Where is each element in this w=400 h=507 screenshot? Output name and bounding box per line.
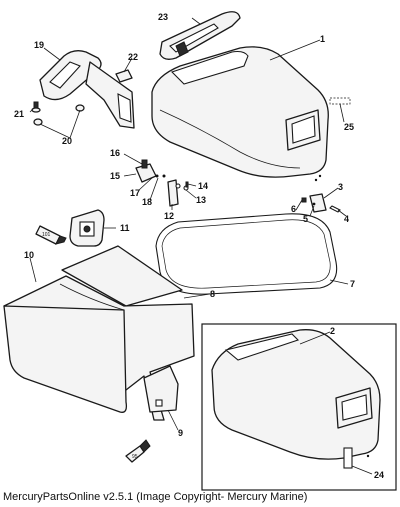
callout-10: 10 — [24, 250, 34, 260]
callout-14: 14 — [198, 181, 208, 191]
callout-8: 8 — [210, 289, 215, 299]
callout-3: 3 — [338, 182, 343, 192]
callout-5: 5 — [303, 214, 308, 224]
part-25-decal[interactable] — [329, 97, 351, 105]
callout-16: 16 — [110, 148, 120, 158]
callout-11: 11 — [120, 223, 130, 233]
callout-2: 2 — [330, 326, 335, 336]
callout-12: 12 — [164, 211, 174, 221]
tube-label-upper: 101 — [42, 232, 51, 238]
adhesive-tube-upper[interactable]: 101 — [35, 225, 67, 245]
part-21-screw[interactable] — [31, 101, 41, 113]
part-15-latch-bracket[interactable] — [135, 159, 157, 183]
part-3-latch-plate[interactable] — [309, 193, 327, 213]
callout-24: 24 — [374, 470, 384, 480]
leader-lines — [29, 17, 373, 475]
part-20-grommet[interactable] — [33, 104, 85, 126]
part-19-front-handle[interactable] — [39, 50, 102, 101]
part-2-cowl-assembly[interactable] — [211, 329, 381, 469]
callout-23: 23 — [158, 12, 168, 22]
callout-4: 4 — [344, 214, 349, 224]
callout-18: 18 — [142, 197, 152, 207]
intake-duct[interactable] — [85, 61, 135, 129]
part-12-latch[interactable] — [167, 179, 179, 207]
part-1-top-cowl[interactable] — [151, 46, 329, 182]
callout-9: 9 — [178, 428, 183, 438]
part-14-screw[interactable] — [185, 181, 189, 188]
callout-6: 6 — [291, 204, 296, 214]
part-7-seal[interactable] — [155, 213, 338, 295]
part-11-latch-panel[interactable] — [69, 209, 105, 247]
part-5-nut[interactable] — [312, 202, 316, 206]
callout-25: 25 — [344, 122, 354, 132]
part-4-screw[interactable] — [329, 205, 341, 213]
callout-13: 13 — [196, 195, 206, 205]
part-9-foam-pad[interactable] — [143, 365, 179, 413]
part-6-clip[interactable] — [301, 197, 307, 203]
part-23-rear-handle[interactable] — [159, 11, 241, 60]
callout-19: 19 — [34, 40, 44, 50]
callouts: 1 2 3 4 5 6 7 8 9 10 11 12 13 14 15 16 1… — [14, 12, 384, 480]
adhesive-tube-lower[interactable]: 95 — [125, 439, 151, 463]
callout-1: 1 — [320, 34, 325, 44]
image-caption: MercuryPartsOnline v2.5.1 (Image Copyrig… — [3, 491, 308, 503]
callout-22: 22 — [128, 52, 138, 62]
part-8-foam-liner[interactable] — [61, 245, 183, 307]
tube-label-lower: 95 — [132, 454, 138, 460]
callout-7: 7 — [350, 279, 355, 289]
callout-21: 21 — [14, 109, 24, 119]
callout-15: 15 — [110, 171, 120, 181]
callout-17: 17 — [130, 188, 140, 198]
callout-20: 20 — [62, 136, 72, 146]
part-18-rivet[interactable] — [155, 174, 166, 178]
